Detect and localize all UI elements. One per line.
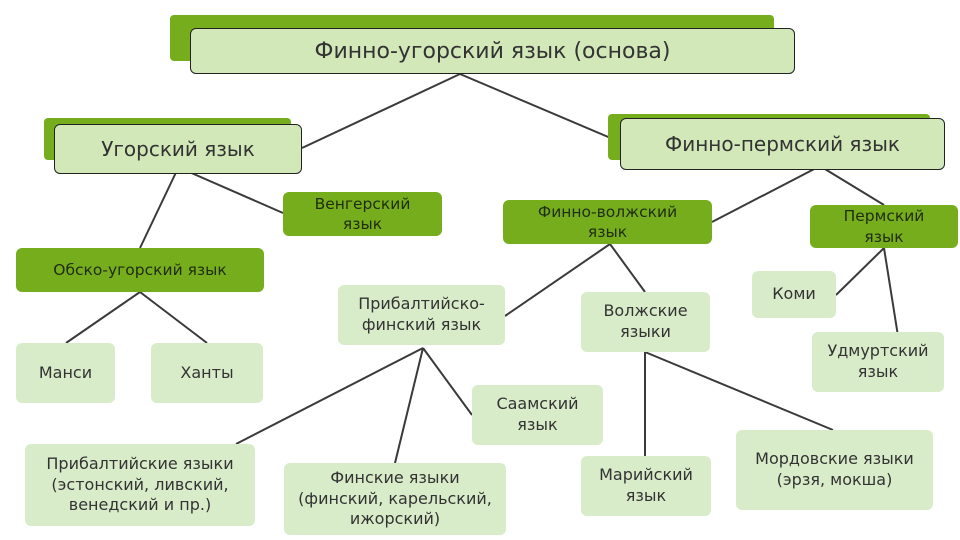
- komi-label: Коми: [772, 284, 816, 304]
- sami-node: Саамский язык: [472, 385, 603, 445]
- ob-ugric-label: Обско-угорский язык: [53, 260, 227, 279]
- link-volgaic-mordvin: [644, 351, 834, 431]
- khanty-node: Ханты: [151, 343, 263, 403]
- ob-ugric-node: Обско-угорский язык: [16, 248, 264, 292]
- link-ob-ugric-mansi: [65, 291, 141, 344]
- link-baltic-finnic-baltic-languages: [235, 347, 424, 445]
- finno-volgaic-node: Финно-волжский язык: [503, 200, 712, 244]
- sami-label: Саамский язык: [496, 394, 579, 434]
- finno-volgaic-label: Финно-волжский язык: [537, 202, 678, 241]
- mordvin-node: Мордовские языки (эрзя, мокша): [736, 430, 933, 510]
- finnic-languages-node: Финские языки (финский, карельский, ижор…: [284, 463, 506, 535]
- link-permic-komi: [835, 247, 885, 296]
- mordvin-label: Мордовские языки (эрзя, мокша): [755, 449, 914, 489]
- baltic-languages-label: Прибалтийские языки (эстонский, ливский,…: [46, 453, 234, 515]
- mari-node: Марийский язык: [581, 456, 711, 516]
- finno-permic-label: Финно-пермский язык: [665, 132, 900, 156]
- link-root-ugric: [301, 73, 461, 149]
- root-node: Финно-угорский язык (основа): [190, 28, 795, 74]
- komi-node: Коми: [752, 271, 836, 318]
- hungarian-label: Венгерский язык: [314, 194, 411, 233]
- link-finno-volgaic-baltic-finnic: [504, 243, 611, 317]
- link-ob-ugric-khanty: [139, 291, 208, 344]
- link-baltic-finnic-finnic-languages: [394, 347, 424, 464]
- ugric-label: Угорский язык: [101, 137, 255, 161]
- baltic-finnic-label: Прибалтийско-финский язык: [358, 294, 485, 334]
- link-finno-volgaic-volgaic: [609, 243, 646, 293]
- khanty-label: Ханты: [180, 362, 234, 382]
- link-ugric-ob-ugric: [139, 163, 181, 249]
- permic-label: Пермский язык: [843, 207, 925, 246]
- ugric-node: Угорский язык: [54, 124, 302, 174]
- link-permic-udmurt: [883, 247, 899, 337]
- baltic-finnic-node: Прибалтийско-финский язык: [338, 285, 505, 345]
- udmurt-label: Удмуртский язык: [827, 341, 929, 381]
- root-label: Финно-угорский язык (основа): [314, 38, 671, 64]
- finnic-languages-label: Финские языки (финский, карельский, ижор…: [298, 467, 492, 529]
- mari-label: Марийский язык: [599, 465, 693, 505]
- permic-node: Пермский язык: [810, 205, 958, 248]
- link-root-finno-permic: [459, 73, 621, 143]
- link-baltic-finnic-sami: [422, 347, 473, 416]
- volgaic-label: Волжские языки: [603, 301, 688, 341]
- baltic-languages-node: Прибалтийские языки (эстонский, ливский,…: [25, 444, 255, 526]
- finno-permic-node: Финно-пермский язык: [620, 118, 945, 170]
- volgaic-node: Волжские языки: [581, 292, 710, 352]
- link-ugric-hungarian: [179, 167, 284, 214]
- link-finno-permic-finno-volgaic: [711, 165, 821, 223]
- mansi-node: Манси: [16, 343, 115, 403]
- udmurt-node: Удмуртский язык: [812, 332, 944, 392]
- mansi-label: Манси: [38, 362, 93, 382]
- link-finno-permic-permic: [819, 165, 885, 206]
- hungarian-node: Венгерский язык: [283, 192, 442, 236]
